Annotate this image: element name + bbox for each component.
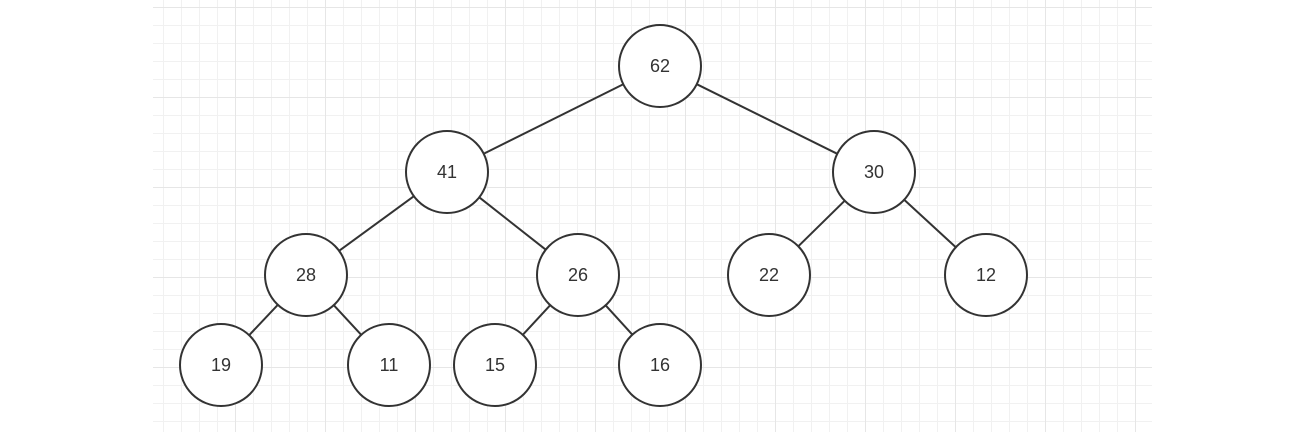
nodes-layer: 62 41 30 28 26 22 12 19 11 15 16 bbox=[179, 24, 1028, 407]
edge-26-16 bbox=[604, 304, 634, 336]
edge-26-15 bbox=[522, 304, 551, 336]
edge-28-19 bbox=[248, 304, 279, 336]
tree-node-11[interactable]: 11 bbox=[347, 323, 431, 407]
edge-62-41 bbox=[483, 83, 624, 155]
node-circle bbox=[536, 233, 620, 317]
node-label: 22 bbox=[759, 265, 779, 285]
node-label: 28 bbox=[296, 265, 316, 285]
tree-node-16[interactable]: 16 bbox=[618, 323, 702, 407]
node-label: 12 bbox=[976, 265, 996, 285]
tree-node-19[interactable]: 19 bbox=[179, 323, 263, 407]
edge-62-30 bbox=[696, 83, 838, 155]
node-circle bbox=[944, 233, 1028, 317]
node-label: 26 bbox=[568, 265, 588, 285]
edge-41-28 bbox=[338, 195, 415, 252]
edge-28-11 bbox=[333, 304, 362, 336]
node-label: 41 bbox=[437, 162, 457, 182]
node-circle bbox=[618, 323, 702, 407]
node-label: 11 bbox=[380, 355, 399, 375]
tree-node-15[interactable]: 15 bbox=[453, 323, 537, 407]
edge-41-26 bbox=[478, 196, 547, 251]
node-label: 30 bbox=[864, 162, 884, 182]
tree-node-41[interactable]: 41 bbox=[405, 130, 489, 214]
node-circle bbox=[453, 323, 537, 407]
node-label: 19 bbox=[211, 355, 231, 375]
tree-node-28[interactable]: 28 bbox=[264, 233, 348, 317]
edge-30-12 bbox=[903, 199, 957, 248]
node-circle bbox=[405, 130, 489, 214]
node-circle bbox=[727, 233, 811, 317]
node-label: 15 bbox=[485, 355, 505, 375]
node-label: 16 bbox=[650, 355, 670, 375]
tree-node-12[interactable]: 12 bbox=[944, 233, 1028, 317]
node-label: 62 bbox=[650, 56, 670, 76]
tree-node-30[interactable]: 30 bbox=[832, 130, 916, 214]
node-circle bbox=[179, 323, 263, 407]
node-circle bbox=[618, 24, 702, 108]
edge-30-22 bbox=[797, 199, 846, 248]
node-circle bbox=[264, 233, 348, 317]
node-circle bbox=[832, 130, 916, 214]
node-circle bbox=[347, 323, 431, 407]
tree-node-26[interactable]: 26 bbox=[536, 233, 620, 317]
tree-node-22[interactable]: 22 bbox=[727, 233, 811, 317]
tree-node-62[interactable]: 62 bbox=[618, 24, 702, 108]
edges-layer bbox=[248, 83, 957, 336]
